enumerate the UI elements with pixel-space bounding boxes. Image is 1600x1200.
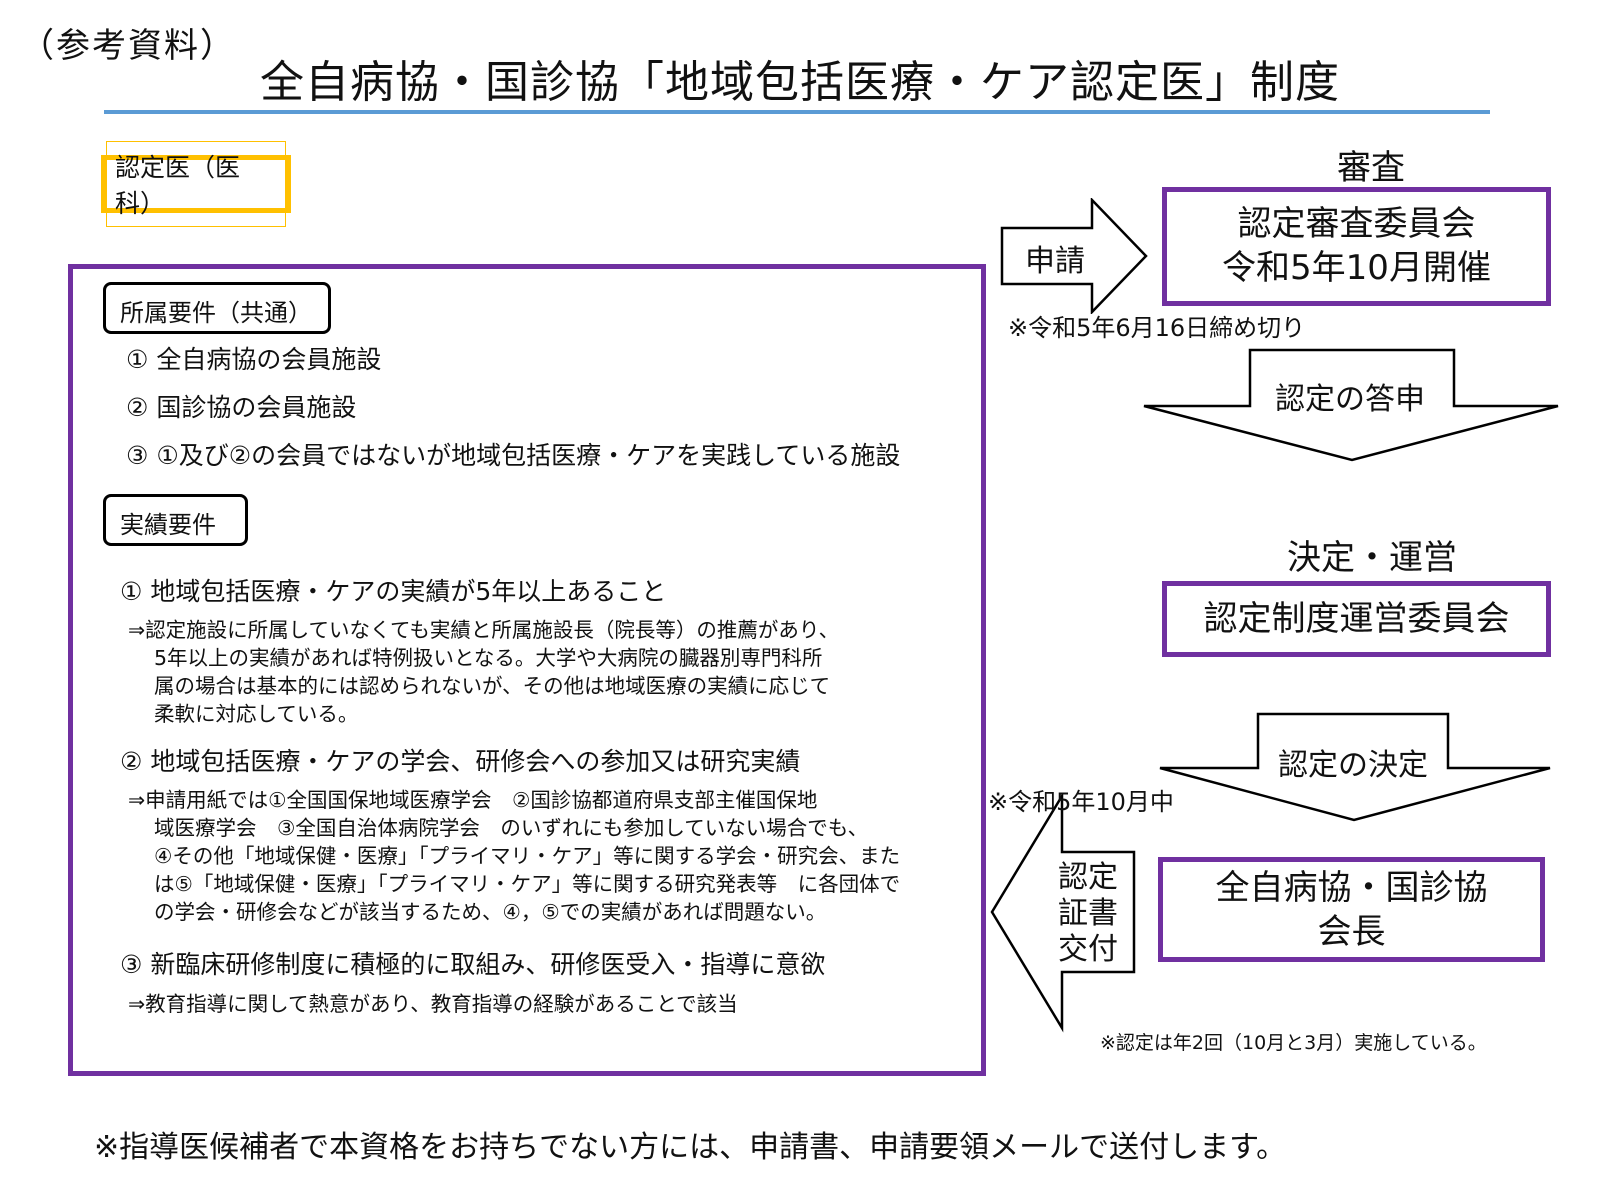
presidents-title: 会長 (1317, 912, 1386, 952)
performance-note-3: ⇒教育指導に関して熱意があり、教育指導の経験があることで該当 (128, 990, 948, 1018)
page-title: 全自病協・国診協「地域包括医療・ケア認定医」制度 (260, 57, 1340, 108)
performance-item-2: ② 地域包括医療・ケアの学会、研修会への参加又は研究実績 (120, 747, 801, 776)
performance-item-3: ③ 新臨床研修制度に積極的に取組み、研修医受入・指導に意欲 (120, 950, 826, 979)
decision-arrow-shape (1159, 712, 1551, 822)
apply-label: 申請 (1025, 244, 1085, 279)
note-line: 5年以上の実績があれば特例扱いとなる。大学や大病院の臓器別専門科所 (154, 646, 823, 670)
note-line: は⑤「地域保健・医療」「プライマリ・ケア」等に関する研究発表等 に各団体で (154, 872, 901, 896)
issue-label-line: 証書 (1058, 896, 1118, 931)
operations-committee-name: 認定制度運営委員会 (1203, 599, 1510, 639)
affiliation-item: ③ ①及び②の会員ではないが地域包括医療・ケアを実践している施設 (126, 441, 901, 470)
note-line: 域医療学会 ③全国自治体病院学会 のいずれにも参加していない場合でも、 (154, 816, 869, 840)
report-arrow-shape (1143, 348, 1559, 462)
decision-label: 認定の決定 (1278, 748, 1428, 783)
report-label: 認定の答申 (1275, 382, 1425, 417)
requirements-box (68, 264, 986, 1076)
title-divider (104, 110, 1490, 114)
affiliation-item: ① 全自病協の会員施設 (126, 345, 382, 374)
certification-badge-label: 認定医（医科） (106, 141, 286, 227)
presidents-box: 全自病協・国診協 会長 (1158, 857, 1545, 962)
operations-committee-box: 認定制度運営委員会 (1162, 581, 1551, 657)
deadline-note: ※令和5年6月16日締め切り (1008, 314, 1306, 342)
note-line: ⇒申請用紙では①全国国保地域医療学会 ②国診協都道府県支部主催国保地 (128, 788, 818, 812)
decision-heading: 決定・運営 (1287, 538, 1457, 578)
review-committee-box: 認定審査委員会 令和5年10月開催 (1162, 187, 1551, 306)
performance-heading: 実績要件 (103, 494, 248, 546)
issue-arrow-shape (990, 794, 1136, 1033)
affiliation-heading: 所属要件（共通） (103, 282, 331, 334)
reference-label: （参考資料） (20, 26, 236, 66)
performance-note-2: ⇒申請用紙では①全国国保地域医療学会 ②国診協都道府県支部主催国保地 域医療学会… (128, 786, 948, 926)
issue-arrow (990, 794, 1136, 1033)
performance-note-1: ⇒認定施設に所属していなくても実績と所属施設長（院長等）の推薦があり、 5年以上… (128, 616, 948, 728)
note-line: 属の場合は基本的には認められないが、その他は地域医療の実績に応じて (154, 674, 831, 698)
note-line: ⇒認定施設に所属していなくても実績と所属施設長（院長等）の推薦があり、 (128, 618, 840, 642)
note-line: ④その他「地域保健・医療」「プライマリ・ケア」等に関する学会・研究会、また (154, 844, 901, 868)
performance-item-1: ① 地域包括医療・ケアの実績が5年以上あること (120, 577, 667, 606)
issue-label-line: 認定 (1058, 860, 1118, 895)
note-line: ⇒教育指導に関して熱意があり、教育指導の経験があることで該当 (128, 992, 738, 1016)
note-line: の学会・研修会などが該当するため、④，⑤での実績があれば問題ない。 (154, 900, 827, 924)
note-line: 柔軟に対応している。 (154, 702, 359, 726)
decision-arrow (1159, 712, 1551, 822)
frequency-note: ※認定は年2回（10月と3月）実施している。 (1100, 1032, 1487, 1054)
affiliation-item: ② 国診協の会員施設 (126, 393, 357, 422)
review-committee-date: 令和5年10月開催 (1222, 248, 1491, 288)
footer-note: ※指導医候補者で本資格をお持ちでない方には、申請書、申請要領メールで送付します。 (94, 1130, 1287, 1165)
presidents-orgs: 全自病協・国診協 (1215, 868, 1488, 908)
certification-badge: 認定医（医科） (101, 141, 291, 227)
apply-arrow-shape (1000, 198, 1148, 314)
report-arrow (1143, 348, 1559, 462)
issue-label: 認定 証書 交付 (1058, 860, 1118, 968)
issue-timing-note: ※令和5年10月中 (988, 788, 1174, 816)
apply-arrow (1000, 198, 1148, 314)
review-committee-name: 認定審査委員会 (1237, 204, 1476, 244)
review-heading: 審査 (1337, 148, 1405, 188)
issue-label-line: 交付 (1058, 932, 1118, 967)
